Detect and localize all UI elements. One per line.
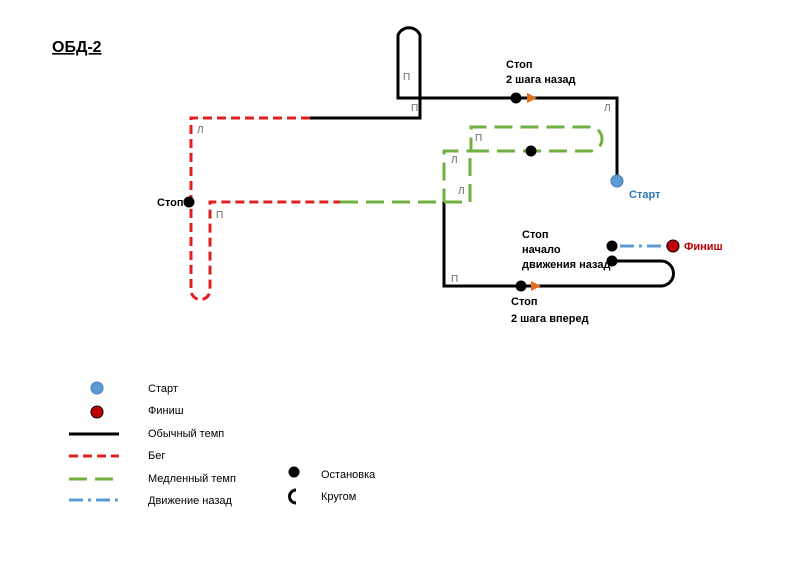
stops [183, 92, 618, 292]
legend-circle-label: Кругом [321, 491, 356, 503]
turn-marker-left: Л [458, 186, 465, 197]
legend: Старт Финиш Обычный темп Бег Медленный т… [69, 381, 376, 507]
normal-segment-start [310, 26, 619, 180]
stop-dot [183, 196, 195, 208]
legend-start-swatch [90, 381, 104, 395]
direction-arrow-icon [527, 93, 537, 103]
normal-segment-bottom [442, 202, 612, 288]
legend-stop-label: Остановка [321, 469, 376, 481]
legend-finish-label: Финиш [148, 405, 184, 417]
stop-dot [515, 280, 527, 292]
turn-marker-left: Л [197, 125, 204, 136]
stop-dot [510, 92, 522, 104]
label-stop-reverse-line3: движения назад [522, 259, 610, 271]
turn-marker-right: П [475, 133, 482, 144]
turn-marker-right: П [451, 274, 458, 285]
normal-segment-loop [612, 259, 675, 288]
label-finish: Финиш [684, 241, 723, 253]
stop-dot [606, 240, 618, 252]
turn-markers: П П Л Л П П Л Л П [197, 72, 611, 285]
turn-marker-right: П [216, 210, 223, 221]
legend-finish-swatch [90, 405, 104, 419]
label-start: Старт [629, 189, 661, 201]
run-path [189, 116, 340, 301]
label-stop-reverse-line1: Стоп [522, 229, 549, 241]
legend-about-turn-icon [288, 488, 297, 505]
start-point [610, 174, 624, 188]
legend-slow-label: Медленный темп [148, 473, 236, 485]
legend-back-label: Движение назад [148, 495, 233, 507]
label-stop-forward-line1: Стоп [511, 296, 538, 308]
label-stop-back-line1: Стоп [506, 59, 533, 71]
finish-point [666, 239, 680, 253]
legend-start-label: Старт [148, 383, 178, 395]
slow-pace-path [340, 125, 604, 204]
label-stop-left: Стоп [157, 197, 184, 209]
turn-marker-right: П [411, 103, 418, 114]
stop-dot [525, 145, 537, 157]
turn-marker-left: Л [604, 103, 611, 114]
turn-marker-right: П [403, 72, 410, 83]
slow-segment [340, 125, 604, 204]
direction-arrow-icon [531, 281, 541, 291]
turn-marker-left: Л [451, 155, 458, 166]
label-stop-forward-line2: 2 шага вперед [511, 313, 589, 325]
normal-pace-path [310, 26, 675, 288]
legend-stop-swatch [288, 466, 300, 478]
label-stop-reverse-line2: начало [522, 244, 561, 256]
legend-normal-label: Обычный темп [148, 428, 224, 440]
stop-dot [606, 255, 618, 267]
label-stop-back-line2: 2 шага назад [506, 74, 576, 86]
legend-run-label: Бег [148, 450, 165, 462]
run-segment [189, 116, 340, 301]
page-title: ОБД-2 [52, 39, 102, 56]
